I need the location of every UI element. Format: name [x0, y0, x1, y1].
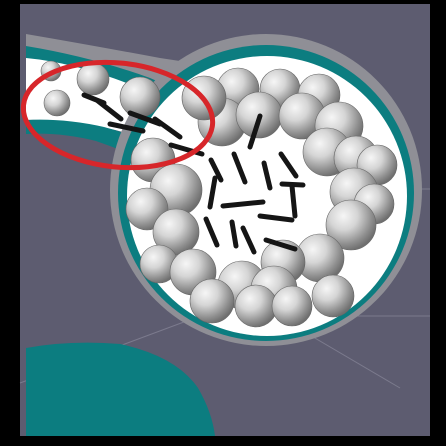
sphere-4	[120, 77, 160, 117]
sphere-31	[235, 285, 277, 327]
sphere-29	[312, 275, 354, 317]
sphere-2	[44, 90, 70, 116]
rod-20	[292, 186, 295, 216]
sphere-32	[272, 286, 312, 326]
sphere-3	[77, 63, 109, 95]
sphere-30	[190, 279, 234, 323]
